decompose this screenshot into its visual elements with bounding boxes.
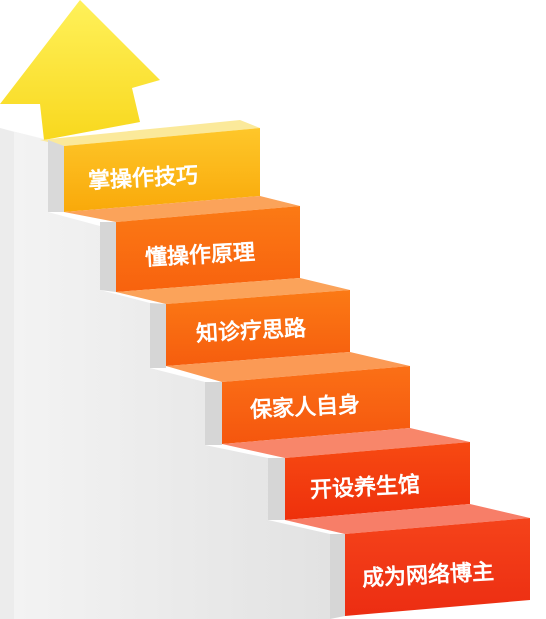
step-3-side [150, 303, 166, 368]
step-5-side [268, 458, 285, 520]
up-arrow-icon [0, 0, 160, 140]
step-4-side [205, 382, 222, 445]
step-6-top [285, 504, 530, 534]
step-5-top [222, 428, 470, 458]
step-6-side [330, 534, 345, 619]
step-3-top [116, 278, 350, 304]
step-3-label: 知诊疗思路 [195, 315, 307, 347]
step-2-top [64, 196, 300, 222]
step-5-label: 开设养生馆 [309, 472, 420, 504]
step-1-top [40, 120, 260, 146]
step-4-label: 保家人自身 [248, 392, 360, 424]
step-1-face [64, 128, 260, 212]
step-5-face [285, 442, 470, 520]
step-6-face [345, 518, 530, 616]
stair-side-wall-edge [0, 128, 14, 619]
step-1-label: 掌操作技巧 [87, 164, 198, 195]
step-2-face [116, 206, 300, 292]
step-4-top [166, 352, 410, 382]
step-2-side [100, 222, 116, 292]
step-1-side [48, 140, 64, 212]
step-2-label: 懂操作原理 [144, 239, 255, 271]
stair-side-wall [0, 128, 330, 619]
step-4-face [222, 366, 410, 444]
step-3-face [166, 290, 350, 366]
